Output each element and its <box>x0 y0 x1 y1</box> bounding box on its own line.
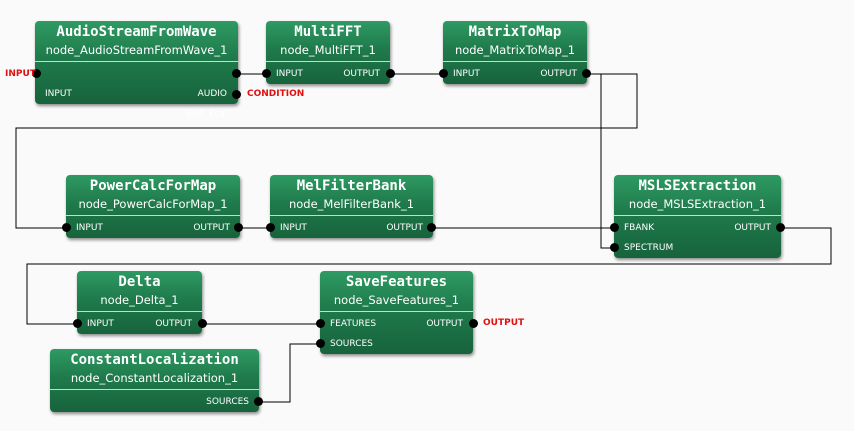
port-label-output: OUTPUT <box>426 319 463 329</box>
port-label-sources: SOURCES <box>330 339 373 349</box>
node-mslsextraction[interactable]: MSLSExtraction node_MSLSExtraction_1 FBA… <box>614 175 781 258</box>
node-type-label: MultiFFT <box>294 24 362 40</box>
wire-matrixtomap-to-msls-spectrum <box>586 73 614 249</box>
port-audiostream-not-eof[interactable] <box>232 90 241 99</box>
port-label-output: OUTPUT <box>386 223 423 233</box>
port-constloc-sources[interactable] <box>254 397 263 406</box>
node-name-label: node_MultiFFT_1 <box>280 43 376 57</box>
port-savefeatures-output[interactable] <box>469 319 478 328</box>
node-separator <box>50 389 259 390</box>
port-delta-output[interactable] <box>198 319 207 328</box>
port-matrixtomap-input[interactable] <box>439 69 448 78</box>
port-label-sources: SOURCES <box>206 397 249 407</box>
node-separator <box>443 61 587 62</box>
node-powercalcformap[interactable]: PowerCalcForMap node_PowerCalcForMap_1 I… <box>66 175 240 238</box>
port-msls-output[interactable] <box>776 223 785 232</box>
node-type-label: MelFilterBank <box>296 178 407 194</box>
node-type-label: AudioStreamFromWave <box>56 24 217 40</box>
node-separator <box>320 311 473 312</box>
node-name-label: node_PowerCalcForMap_1 <box>78 197 228 211</box>
port-msls-fbank[interactable] <box>610 223 619 232</box>
node-separator <box>35 61 238 62</box>
node-constantlocalization[interactable]: ConstantLocalization node_ConstantLocali… <box>50 349 259 412</box>
node-name-label: node_MSLSExtraction_1 <box>628 197 767 211</box>
node-separator <box>270 215 433 216</box>
port-melfilter-output[interactable] <box>427 223 436 232</box>
port-audiostream-input[interactable] <box>32 69 41 78</box>
node-audiostreamfromwave[interactable]: AudioStreamFromWave node_AudioStreamFrom… <box>35 21 238 120</box>
node-type-label: SaveFeatures <box>345 274 448 290</box>
port-melfilter-input[interactable] <box>266 223 275 232</box>
port-label-input: INPUT <box>280 223 307 233</box>
external-output-label: OUTPUT <box>483 318 525 328</box>
port-powercalc-output[interactable] <box>234 223 243 232</box>
node-name-label: node_Delta_1 <box>100 293 179 307</box>
port-label-input: INPUT <box>76 223 103 233</box>
external-condition-label: CONDITION <box>247 89 305 99</box>
port-label-output: OUTPUT <box>193 223 230 233</box>
port-label-input: INPUT <box>87 319 114 329</box>
node-name-label: node_ConstantLocalization_1 <box>70 371 239 385</box>
port-msls-spectrum[interactable] <box>610 243 619 252</box>
port-label-input: INPUT <box>45 89 72 99</box>
external-input-label: INPUT <box>5 69 36 79</box>
port-label-input: INPUT <box>453 69 480 79</box>
port-label-output: OUTPUT <box>734 223 771 233</box>
port-label-not-eof: NOT_EOF <box>185 110 227 120</box>
port-label-output: OUTPUT <box>540 69 577 79</box>
port-matrixtomap-output[interactable] <box>582 69 591 78</box>
node-type-label: MSLSExtraction <box>638 178 757 194</box>
wire-constloc-to-savefeatures <box>258 343 320 403</box>
node-melfilterbank[interactable]: MelFilterBank node_MelFilterBank_1 INPUT… <box>270 175 433 238</box>
node-type-label: MatrixToMap <box>468 24 562 40</box>
node-separator <box>77 311 202 312</box>
port-label-spectrum: SPECTRUM <box>624 243 674 253</box>
port-savefeatures-features[interactable] <box>316 319 325 328</box>
wire-msls-to-delta <box>26 227 832 325</box>
node-name-label: node_AudioStreamFromWave_1 <box>45 43 228 57</box>
port-label-output: OUTPUT <box>343 69 380 79</box>
port-multifft-input[interactable] <box>262 69 271 78</box>
node-separator <box>66 215 240 216</box>
port-powercalc-input[interactable] <box>62 223 71 232</box>
port-label-features: FEATURES <box>330 319 377 329</box>
node-name-label: node_MelFilterBank_1 <box>288 197 415 211</box>
node-separator <box>266 61 390 62</box>
port-label-audio: AUDIO <box>197 89 227 99</box>
node-type-label: Delta <box>118 274 161 290</box>
port-audiostream-audio[interactable] <box>232 69 241 78</box>
port-label-fbank: FBANK <box>624 223 655 233</box>
node-name-label: node_SaveFeatures_1 <box>333 293 460 307</box>
port-delta-input[interactable] <box>73 319 82 328</box>
node-separator <box>614 215 781 216</box>
port-savefeatures-sources[interactable] <box>316 339 325 348</box>
node-name-label: node_MatrixToMap_1 <box>454 43 576 57</box>
node-type-label: ConstantLocalization <box>70 352 239 368</box>
node-multifft[interactable]: MultiFFT node_MultiFFT_1 INPUT OUTPUT <box>266 21 390 84</box>
node-savefeatures[interactable]: SaveFeatures node_SaveFeatures_1 FEATURE… <box>320 271 473 354</box>
node-matrixtomap[interactable]: MatrixToMap node_MatrixToMap_1 INPUT OUT… <box>443 21 587 84</box>
port-label-input: INPUT <box>276 69 303 79</box>
node-delta[interactable]: Delta node_Delta_1 INPUT OUTPUT <box>77 271 202 334</box>
wire-matrixtomap-to-powercalc <box>15 73 638 229</box>
node-type-label: PowerCalcForMap <box>89 178 217 194</box>
port-label-output: OUTPUT <box>155 319 192 329</box>
port-multifft-output[interactable] <box>386 69 395 78</box>
